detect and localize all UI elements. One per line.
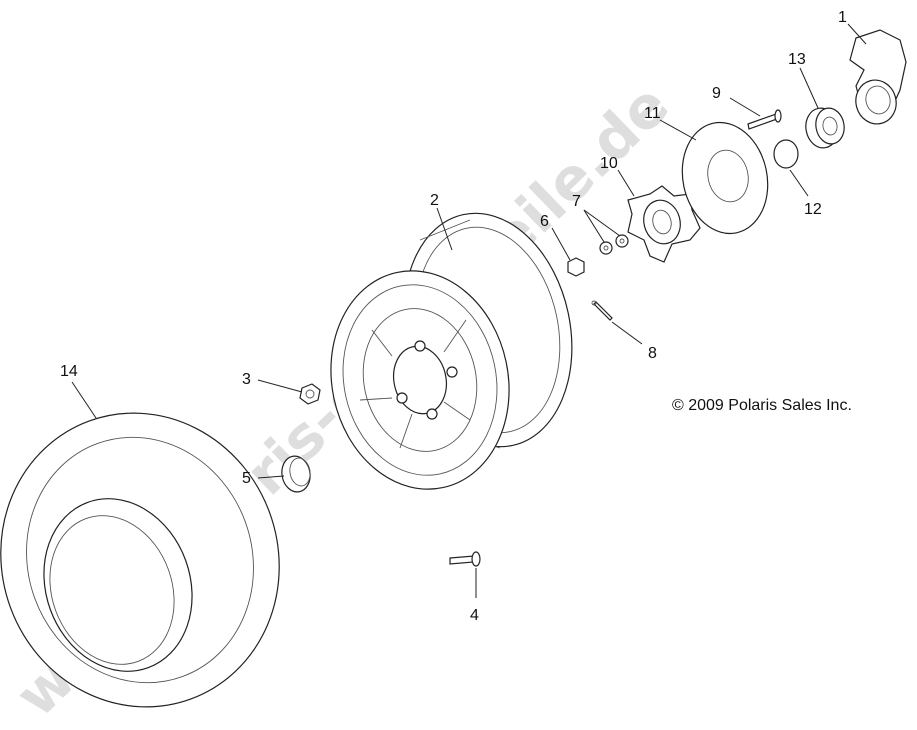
part-washers	[599, 234, 629, 255]
callout-12: 12	[804, 201, 822, 218]
copyright-notice: © 2009 Polaris Sales Inc.	[672, 397, 852, 414]
part-knuckle	[849, 29, 907, 125]
callout-2: 2	[430, 192, 439, 209]
callout-10: 10	[600, 155, 618, 172]
part-bearing	[805, 107, 845, 149]
part-tire	[0, 412, 280, 708]
callout-5: 5	[242, 470, 251, 487]
callout-9: 9	[712, 85, 721, 102]
callout-3: 3	[242, 371, 251, 388]
part-wheel-stud	[449, 551, 481, 567]
leader-lines	[71, 23, 867, 598]
part-bolt	[747, 109, 782, 130]
part-castle-nut	[567, 257, 585, 277]
callout-1: 1	[838, 9, 847, 26]
part-cotter-pin	[591, 300, 613, 321]
part-snap-ring	[773, 139, 799, 169]
callout-11: 11	[644, 105, 661, 122]
callout-7: 7	[572, 193, 581, 210]
callout-13: 13	[788, 51, 806, 68]
part-lug-nut	[299, 383, 321, 405]
callout-6: 6	[540, 213, 549, 230]
callout-14: 14	[60, 363, 78, 380]
callout-4: 4	[470, 607, 479, 624]
callout-8: 8	[648, 345, 657, 362]
part-wheel-hub	[627, 185, 701, 263]
part-hub-cap	[281, 455, 311, 493]
part-wheel-rim	[330, 212, 573, 490]
part-brake-disc	[681, 121, 769, 235]
